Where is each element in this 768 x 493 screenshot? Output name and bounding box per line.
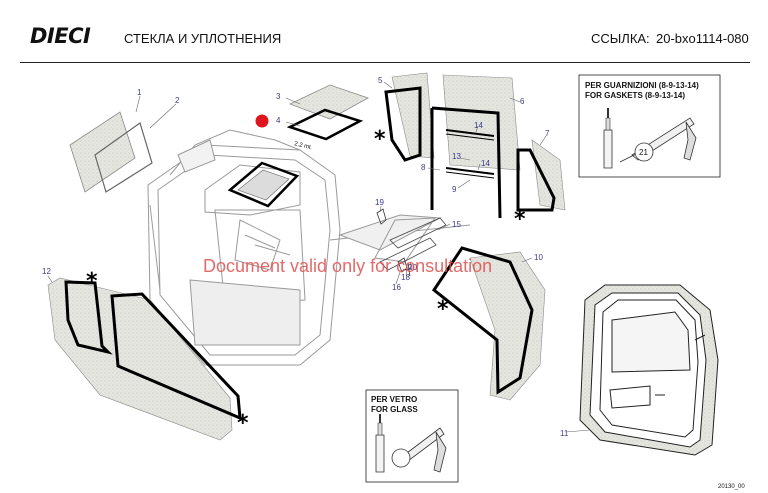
drawing-code: 20130_00: [718, 484, 745, 490]
part-number: 16: [392, 283, 401, 292]
part-number: 18: [401, 273, 410, 282]
part-number: 8: [421, 163, 426, 172]
door-11: [579, 284, 719, 456]
header: DIECI СТЕКЛА И УПЛОТНЕНИЯ ССЫЛКА: 20-bxo…: [0, 0, 768, 63]
thickness-note: 2,2 mt.: [294, 141, 314, 151]
marker-dot: [255, 114, 269, 128]
dieci-logo: DIECI: [30, 24, 91, 48]
roof-glass-3: [288, 84, 369, 120]
roof-glass-installed: [227, 161, 300, 208]
item-circle: [391, 448, 411, 468]
part-number: 6: [520, 97, 525, 106]
glass-sealant-box: PER VETRO FOR GLASS: [365, 389, 459, 483]
part-number: 13: [452, 152, 461, 161]
part-number: 19: [375, 198, 384, 207]
part-number: 10: [534, 253, 543, 262]
part-number: 15: [452, 220, 461, 229]
glass-box-line2: FOR GLASS: [371, 405, 418, 414]
asterisk-mark: *: [86, 269, 98, 294]
gasket-sealant-box: PER GUARNIZIONI (8-9-13-14) FOR GASKETS …: [578, 74, 721, 178]
part-number: 2: [175, 96, 180, 105]
leader-lines: [47, 81, 591, 433]
reference-value: 20-bxo1114-080: [656, 31, 749, 46]
rear-window-6: [430, 74, 521, 219]
gasket-box-line2: FOR GASKETS (8-9-13-14): [585, 91, 685, 100]
asterisk-mark: *: [437, 297, 449, 322]
side-window-7: [516, 139, 566, 212]
item-circle: [634, 142, 654, 162]
part-number: 12: [42, 267, 51, 276]
reference-label: ССЫЛКА:: [591, 31, 650, 46]
part-number: 5: [378, 76, 383, 85]
asterisk-mark: *: [514, 207, 526, 232]
glass-box-line1: PER VETRO: [371, 395, 417, 404]
header-divider: [20, 62, 750, 63]
side-glass-12: [47, 277, 242, 441]
part-number: 9: [452, 185, 457, 194]
gasket-strip-15: [379, 217, 447, 271]
part-number: 11: [560, 429, 569, 438]
part-number: 14: [481, 159, 490, 168]
part-number: 14: [474, 121, 483, 130]
cab-frame: [147, 129, 471, 366]
part-number: 3: [276, 92, 281, 101]
watermark-text: Document valid only for consultation: [203, 256, 492, 276]
part-number: 4: [276, 116, 281, 125]
sealant-tube-icon: [375, 414, 385, 473]
gasket-strip-13-14: [445, 129, 495, 179]
part-number: 7: [545, 129, 550, 138]
part-number: 20: [408, 263, 417, 272]
windscreen-10: [431, 246, 546, 401]
sealant-tube-icon: [603, 108, 613, 169]
rear-window-5: [384, 72, 435, 162]
gasket-box-line1: PER GUARNIZIONI (8-9-13-14): [585, 81, 699, 90]
asterisk-mark: *: [374, 127, 386, 152]
roof-gasket-4: [286, 108, 364, 141]
part-number: 1: [137, 88, 142, 97]
asterisk-mark: *: [237, 411, 249, 436]
page-title: СТЕКЛА И УПЛОТНЕНИЯ: [124, 31, 282, 46]
side-gasket-2: [94, 122, 153, 193]
gasket-box-item: 21: [639, 148, 648, 157]
side-window-1: [69, 111, 136, 193]
